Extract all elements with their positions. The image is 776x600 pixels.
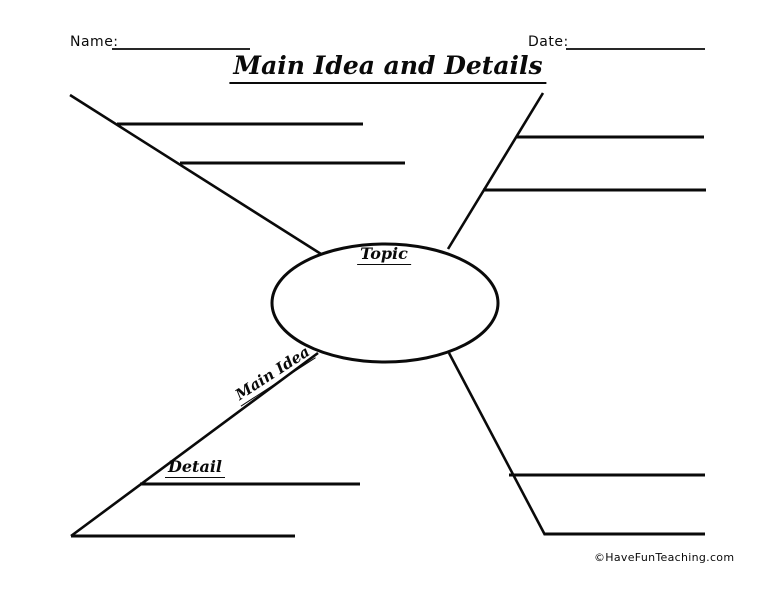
detail-label: Detail: [165, 457, 225, 478]
name-label: Name:: [70, 34, 119, 50]
spoke-line-top-left: [69, 93, 322, 256]
copyright-text: ©HaveFunTeaching.com: [594, 551, 735, 564]
page-title: Main Idea and Details: [229, 51, 547, 84]
spoke-line-bottom-right: [447, 352, 547, 536]
main-idea-spoke-line-bottom-left: [70, 351, 319, 538]
spoke-line-top-right: [446, 92, 545, 250]
topic-ellipse: [270, 242, 500, 364]
topic-label: Topic: [357, 244, 411, 265]
date-label: Date:: [528, 34, 569, 50]
